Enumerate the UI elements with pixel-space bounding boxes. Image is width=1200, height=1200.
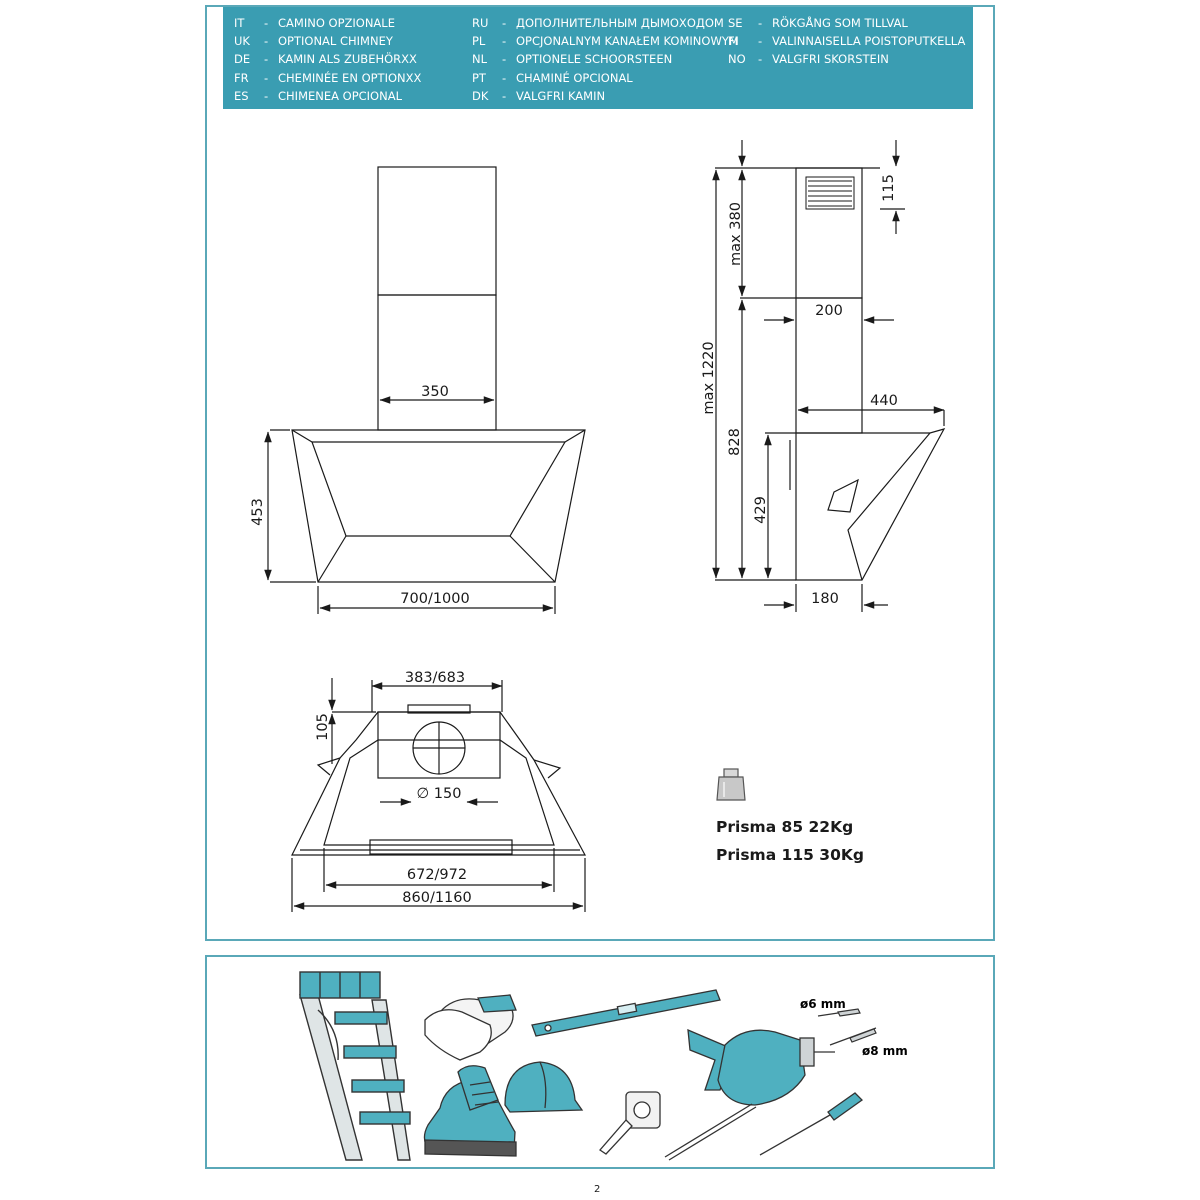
language-text: VALGFRI SKORSTEIN: [772, 52, 889, 67]
dim-duct-diameter: ∅ 150: [417, 786, 462, 802]
drill-icon: [687, 1028, 835, 1106]
language-code: ES: [234, 88, 249, 103]
gloves-icon: [424, 994, 517, 1061]
language-row: RU-ДОПОЛНИТЕЛЬНЫМ ДЫМОХОДОМ: [472, 14, 739, 32]
language-text: VALINNAISELLA POISTOPUTKELLA: [772, 34, 966, 49]
language-dash: -: [502, 70, 507, 85]
dim-max-top: max 380: [728, 202, 744, 266]
language-dash: -: [758, 52, 763, 67]
language-dash: -: [502, 88, 507, 103]
weight-prisma-115: Prisma 115 30Kg: [716, 846, 864, 864]
language-row: FI -VALINNAISELLA POISTOPUTKELLA: [728, 32, 965, 50]
dim-hood-width: 700/1000: [400, 591, 469, 607]
weight-icon: [716, 768, 746, 801]
language-text: OPTIONAL CHIMNEY: [278, 34, 393, 49]
dim-inner-width: 672/972: [407, 867, 467, 883]
language-dash: -: [264, 70, 269, 85]
language-text: VALGFRI KAMIN: [516, 88, 606, 103]
screwdriver-icon: [759, 1092, 864, 1156]
language-dash: -: [264, 52, 269, 67]
top-view-drawing: [291, 678, 587, 912]
tools-frame: [205, 955, 995, 1169]
language-dash: -: [502, 52, 507, 67]
page-number: 2: [594, 1184, 601, 1195]
spirit-level-icon: [531, 989, 721, 1037]
drill-size-6: ø6 mm: [800, 997, 846, 1011]
language-code: FR: [234, 70, 249, 85]
language-row: UK-OPTIONAL CHIMNEY: [234, 32, 421, 50]
language-text: CHEMINÉE EN OPTIONXX: [278, 70, 422, 85]
language-text: CHIMENEA OPCIONAL: [278, 88, 402, 103]
language-code: PT: [472, 70, 486, 85]
dim-hood-height: 453: [250, 498, 266, 526]
dim-top-depth: 105: [315, 713, 331, 741]
language-code: DK: [472, 88, 489, 103]
ladder-icon: [299, 971, 411, 1161]
language-dash: -: [502, 16, 507, 30]
language-row: PT -CHAMINÉ OPCIONAL: [472, 69, 739, 87]
dim-height-429: 429: [753, 496, 769, 524]
language-text: CHAMINÉ OPCIONAL: [516, 70, 633, 85]
language-dash: -: [264, 88, 269, 103]
language-text: RÖKGÅNG SOM TILLVAL: [772, 16, 908, 30]
language-code: RU: [472, 16, 489, 30]
language-row: DE-KAMIN ALS ZUBEHÖRXX: [234, 50, 421, 68]
language-dash: -: [758, 34, 763, 49]
tape-measure-icon: [599, 1091, 661, 1155]
language-code: DE: [234, 52, 251, 67]
side-view-drawing: [712, 140, 946, 612]
dim-height-828: 828: [727, 428, 743, 456]
weight-prisma-85: Prisma 85 22Kg: [716, 818, 854, 836]
language-row: PL -OPCJONALNYM KANAŁEM KOMINOWYM: [472, 32, 739, 50]
language-text: KAMIN ALS ZUBEHÖRXX: [278, 52, 417, 67]
language-text: OPTIONELE SCHOORSTEEN: [516, 52, 673, 67]
helmet-icon: [504, 1061, 584, 1113]
dim-outer-width: 860/1160: [402, 890, 471, 906]
language-row: DK-VALGFRI KAMIN: [472, 87, 739, 105]
language-code: PL: [472, 34, 486, 49]
language-dash: -: [758, 16, 763, 30]
language-dash: -: [264, 16, 269, 30]
language-code: IT: [234, 16, 245, 30]
language-text: OPCJONALNYM KANAŁEM KOMINOWYM: [516, 34, 739, 49]
main-frame: [205, 5, 995, 941]
drill-size-8: ø8 mm: [862, 1044, 908, 1058]
dim-depth: 440: [870, 393, 898, 409]
language-code: SE: [728, 16, 743, 30]
dim-chimney-depth: 200: [815, 303, 843, 319]
safety-shoes-icon: [423, 1065, 517, 1157]
drill-bits-icon: [817, 1008, 877, 1046]
pencil-icon: [664, 1103, 757, 1161]
language-row: SE -RÖKGÅNG SOM TILLVAL: [728, 14, 965, 32]
front-view-drawing: [264, 166, 586, 614]
dim-bottom-depth: 180: [811, 591, 839, 607]
language-text: ДОПОЛНИТЕЛЬНЫМ ДЫМОХОДОМ: [516, 16, 724, 30]
language-row: ES-CHIMENEA OPCIONAL: [234, 87, 421, 105]
language-code: UK: [234, 34, 250, 49]
language-code: NL: [472, 52, 488, 67]
language-row: IT -CAMINO OPZIONALE: [234, 14, 421, 32]
language-row: NL-OPTIONELE SCHOORSTEEN: [472, 50, 739, 68]
language-dash: -: [502, 34, 507, 49]
language-text: CAMINO OPZIONALE: [278, 16, 395, 30]
language-code: FI: [728, 34, 739, 49]
language-row: NO-VALGFRI SKORSTEIN: [728, 50, 965, 68]
dim-vent: 115: [881, 174, 897, 202]
language-row: FR-CHEMINÉE EN OPTIONXX: [234, 69, 421, 87]
dim-chimney-width: 350: [421, 384, 449, 400]
dim-top-width: 383/683: [405, 670, 465, 686]
language-dash: -: [264, 34, 269, 49]
language-code: NO: [728, 52, 746, 67]
dim-max-total: max 1220: [701, 341, 717, 414]
